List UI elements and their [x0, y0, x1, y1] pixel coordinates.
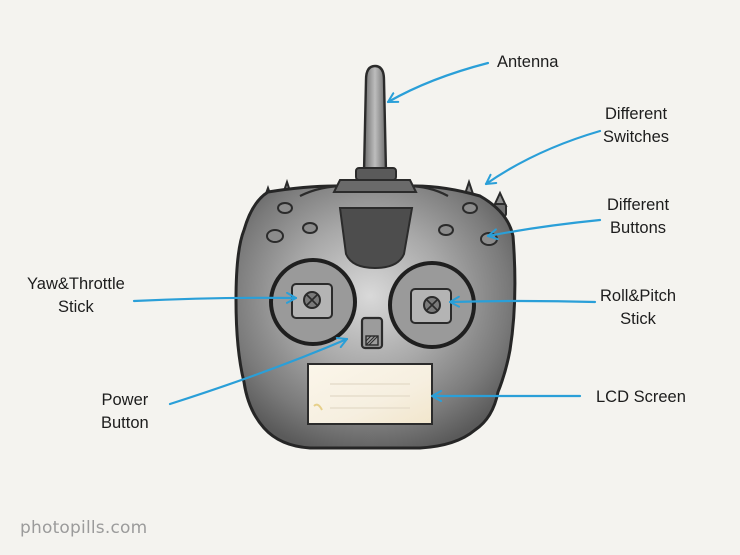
arrow-switches: [484, 129, 602, 186]
top-handle: [299, 179, 449, 270]
watermark: photopills.com: [20, 518, 148, 538]
label-yaw-throttle: Yaw&Throttle Stick: [27, 275, 125, 316]
label-switches: Different Switches: [603, 105, 670, 146]
arrow-buttons: [486, 218, 602, 241]
right-stick: [388, 261, 476, 349]
power-button: [360, 316, 384, 350]
arrow-roll-pitch: [448, 295, 597, 308]
label-roll-pitch: Roll&Pitch Stick: [600, 287, 677, 328]
arrows: [132, 61, 602, 406]
label-antenna: Antenna: [497, 53, 559, 71]
arrow-yaw-throttle: [132, 291, 298, 304]
label-power: Power Button: [101, 391, 149, 432]
arrow-antenna: [386, 61, 490, 104]
antenna: [355, 64, 397, 181]
lcd-screen: [307, 363, 433, 425]
label-lcd: LCD Screen: [596, 388, 686, 406]
arrow-power: [168, 336, 349, 406]
left-stick: [269, 258, 357, 346]
label-buttons: Different Buttons: [607, 196, 670, 237]
